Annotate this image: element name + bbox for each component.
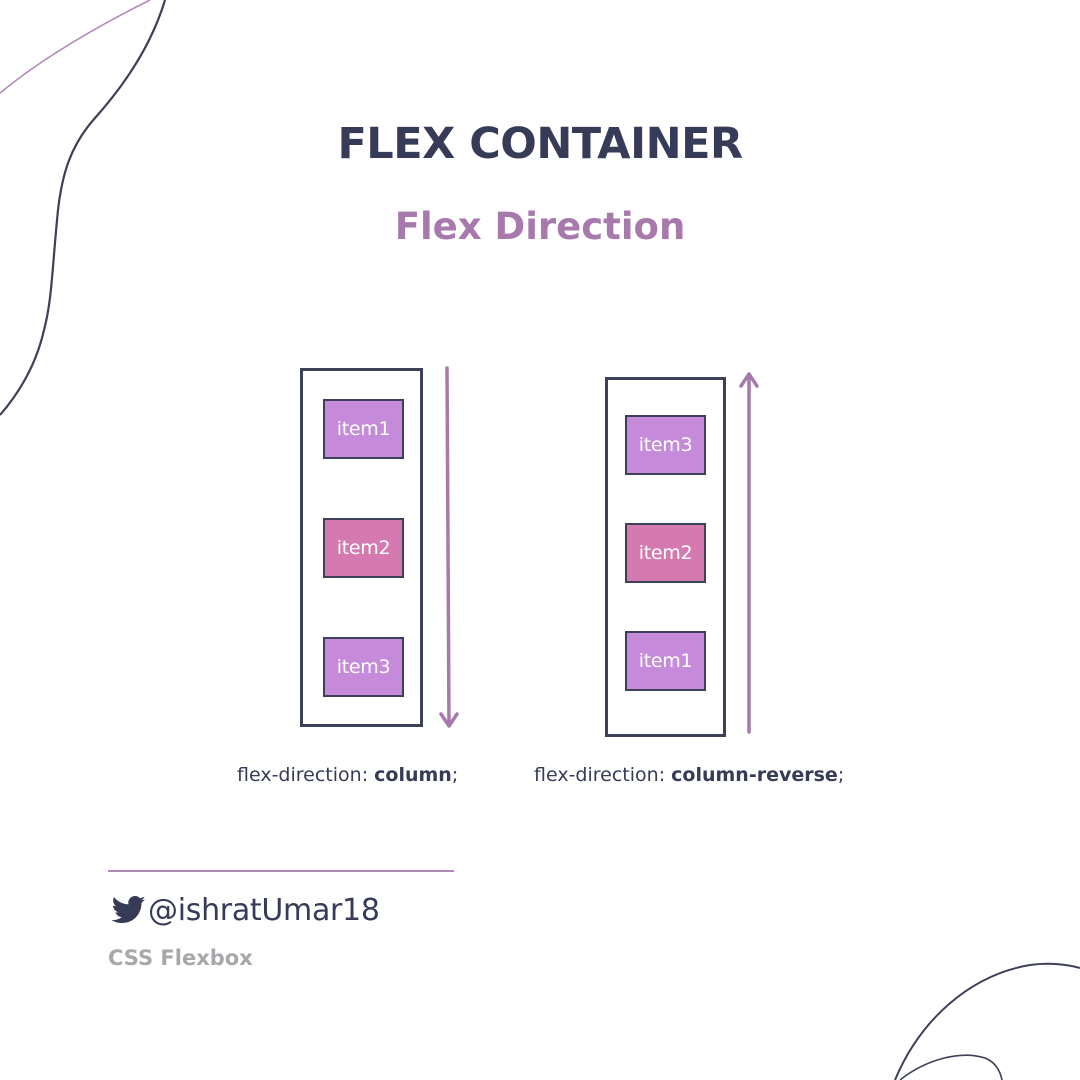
caption-prefix: flex-direction: [534,764,672,786]
twitter-bird-icon [112,895,146,924]
handle-text: @ishratUmar18 [148,892,380,928]
bottom-right-dark-curve-inner [899,1054,1003,1080]
flex-container-column-reverse [605,377,726,737]
caption-prefix: flex-direction: [237,764,375,786]
caption-suffix: ; [451,764,459,786]
caption-suffix: ; [837,764,845,786]
footer-divider [108,870,454,872]
slide-title: FLEX CONTAINER [337,119,743,169]
caption-column: flex-direction: column; [237,763,458,787]
top-left-pink-curve [0,0,151,94]
slide-subtitle: Flex Direction [394,205,686,248]
twitter-handle[interactable]: @ishratUmar18 [112,890,380,930]
flex-item: item2 [625,523,706,583]
top-left-dark-curve [0,0,167,416]
flex-item: item1 [323,399,404,459]
caption-value: column-reverse [671,764,838,786]
flex-container-column [300,368,423,727]
flex-item: item3 [323,637,404,697]
flex-item: item3 [625,415,706,475]
flex-item: item2 [323,518,404,578]
bottom-right-dark-curve [894,962,1080,1080]
flex-item: item1 [625,631,706,691]
caption-column-reverse: flex-direction: column-reverse; [534,763,844,787]
caption-value: column [374,764,452,786]
footer-topic: CSS Flexbox [108,946,253,970]
